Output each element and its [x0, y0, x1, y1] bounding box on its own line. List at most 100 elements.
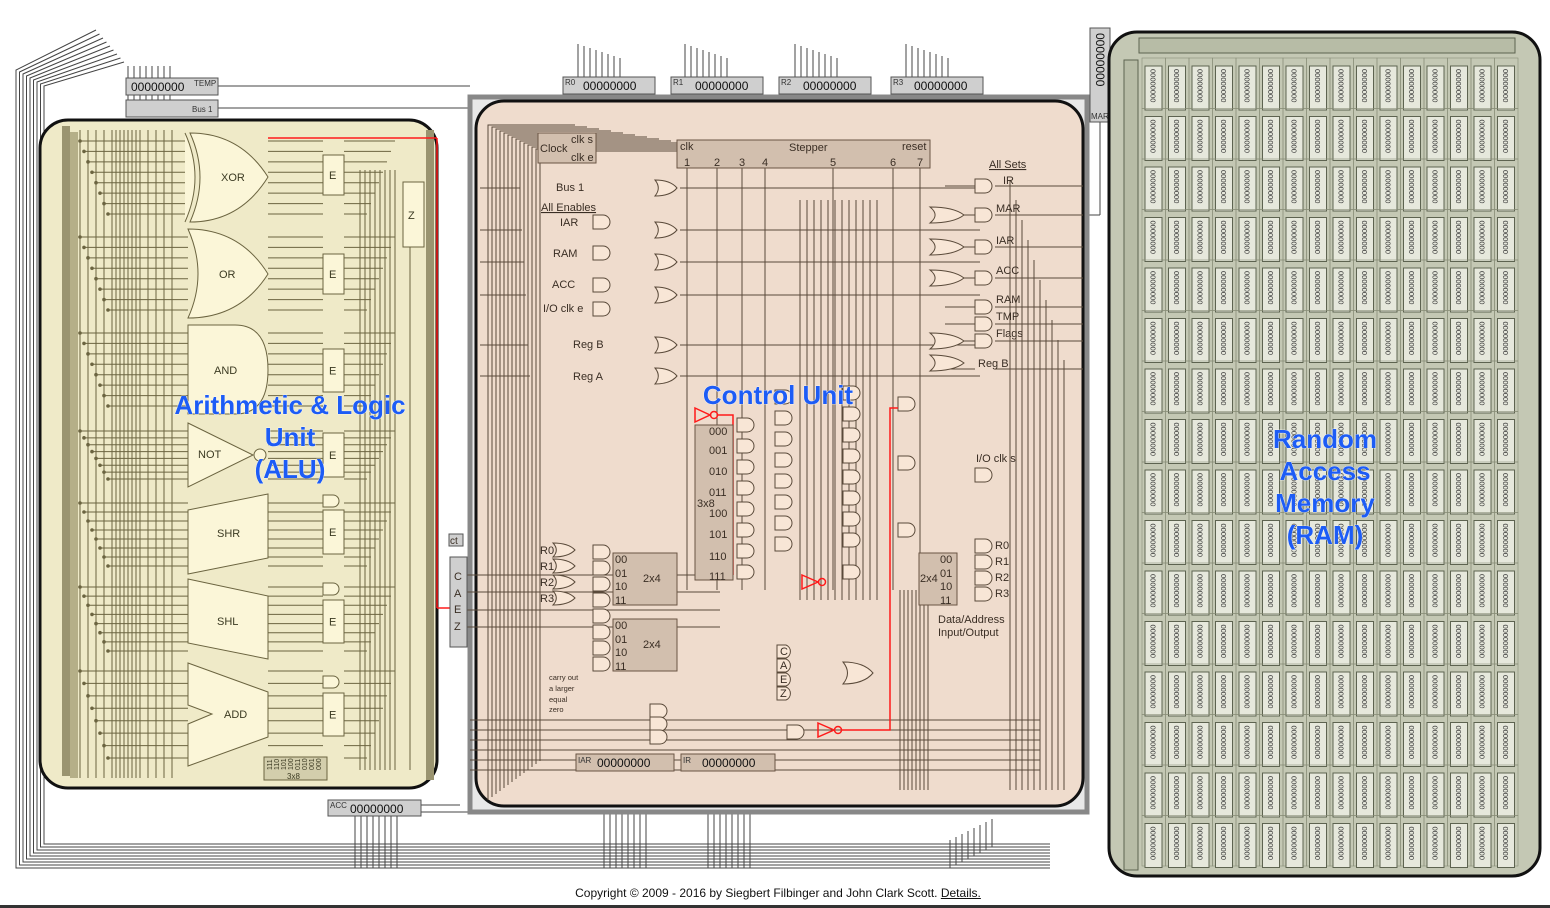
svg-text:R3: R3 [995, 588, 1009, 600]
enable-label: E [329, 710, 336, 722]
junction [94, 621, 98, 626]
ram-cell-value: 00000000 [1384, 372, 1393, 405]
ram-cell [1215, 368, 1233, 414]
ram-cell-value: 00000000 [1219, 524, 1228, 557]
ram-cell [1426, 166, 1445, 212]
ram-cell [1191, 419, 1210, 464]
svg-text:10: 10 [940, 581, 952, 593]
ir-register: IR 00000000 [680, 753, 776, 772]
ram-cell-value: 00000000 [1431, 322, 1440, 355]
ram-cell [1191, 671, 1210, 717]
ram-cell-value: 00000000 [1360, 473, 1369, 506]
ram-cell-value: 00000000 [1196, 372, 1205, 405]
svg-text:Clock: Clock [540, 143, 568, 155]
ram-cell-value: 00000000 [1149, 271, 1158, 304]
flags-register: ct C A E Z [448, 533, 468, 648]
ram-cell [1285, 267, 1304, 313]
svg-text:R2: R2 [995, 572, 1009, 584]
ram-cell [1144, 671, 1163, 717]
ram-cell-value: 00000000 [1501, 423, 1510, 456]
and-gate [842, 532, 861, 548]
and-gate [786, 724, 805, 740]
ram-cell-value: 00000000 [1243, 675, 1252, 708]
ram-cell [1215, 671, 1233, 717]
ram-cell-value: 00000000 [1360, 322, 1369, 355]
enable-labels: Bus 1 All Enables IAR RAM ACC I/O clk e … [541, 182, 604, 383]
and-gate [592, 277, 611, 293]
svg-text:equal: equal [549, 695, 568, 704]
ram-cell-value: 00000000 [1290, 524, 1299, 557]
junction [98, 191, 102, 195]
junction [90, 362, 94, 367]
ram-cell [1168, 368, 1186, 414]
ram-cell-value: 00000000 [1219, 221, 1228, 254]
ram-cell-value: 00000000 [1431, 524, 1440, 557]
ram-cell [1238, 772, 1257, 818]
or-gate [551, 590, 576, 606]
and-gate [649, 729, 668, 745]
ram-cell [1144, 318, 1163, 363]
ram-cell-value: 00000000 [1407, 675, 1416, 708]
svg-text:R2: R2 [540, 577, 554, 589]
shr-gate [187, 493, 269, 575]
ram-cell-value: 00000000 [1360, 726, 1369, 759]
ram-cell [1168, 419, 1186, 464]
ram-cell [1426, 267, 1445, 313]
decoder-output-label: 111 [267, 759, 274, 770]
mar-value: 00000000 [1093, 33, 1107, 87]
junction [98, 287, 102, 291]
ram-cell-value: 00000000 [1290, 473, 1299, 506]
wire [499, 130, 611, 791]
ram-cell [1332, 722, 1351, 767]
ram-cell [1426, 621, 1445, 666]
ram-cell-value: 00000000 [1172, 776, 1181, 809]
svg-text:11: 11 [940, 595, 951, 607]
ram-cell-value: 00000000 [1196, 524, 1205, 557]
svg-text:E: E [454, 604, 461, 616]
junction [102, 470, 106, 474]
ram-cell-value: 00000000 [1290, 221, 1299, 254]
wire [531, 146, 707, 767]
svg-text:00000000: 00000000 [131, 80, 185, 94]
svg-text:C: C [780, 646, 788, 658]
svg-text:Reg A: Reg A [573, 371, 604, 383]
not-gate-active [694, 406, 712, 424]
ram-cell-value: 00000000 [1407, 372, 1416, 405]
ram-cell-value: 00000000 [1149, 372, 1158, 405]
ram-cell [1403, 772, 1421, 818]
ram-cell [1285, 570, 1304, 616]
ram-cell-value: 00000000 [1196, 776, 1205, 809]
control-wires [467, 124, 1083, 800]
decoder-output-label: 000 [316, 758, 323, 770]
decoder-output-label: 101 [281, 758, 288, 770]
ram-cell-value: 00000000 [1196, 574, 1205, 607]
ram-cell [1238, 217, 1257, 262]
footer: Copyright © 2009 - 2016 by Siegbert Filb… [0, 886, 1550, 900]
enable-label: E [329, 170, 336, 182]
control-unit-title: Control Unit [703, 380, 854, 410]
ram-cell [1144, 368, 1163, 414]
ram-cell [1497, 621, 1515, 666]
ram-cell-value: 00000000 [1407, 120, 1416, 153]
ram-cell-value: 00000000 [1290, 322, 1299, 355]
ram-cell [1473, 570, 1492, 616]
details-link[interactable]: Details. [940, 886, 981, 900]
enable-box [322, 253, 345, 295]
svg-text:All Enables: All Enables [541, 202, 597, 214]
svg-text:RAM: RAM [553, 248, 577, 260]
ram-cell [1450, 570, 1468, 616]
ram-cell [1426, 419, 1445, 464]
ram-cell [1403, 267, 1421, 313]
ram-cell [1168, 318, 1186, 363]
ram-cell-value: 00000000 [1431, 423, 1440, 456]
ram-cell [1262, 318, 1280, 363]
ram-cell [1168, 166, 1186, 212]
ram-cell-value: 00000000 [1407, 524, 1416, 557]
svg-text:Reg B: Reg B [573, 339, 604, 351]
or-gate [551, 558, 576, 574]
ram-cell [1238, 65, 1257, 111]
svg-text:2x4: 2x4 [920, 573, 938, 585]
svg-text:00000000: 00000000 [702, 756, 756, 770]
ram-cell [1356, 570, 1374, 616]
ram-cell [1403, 469, 1421, 515]
